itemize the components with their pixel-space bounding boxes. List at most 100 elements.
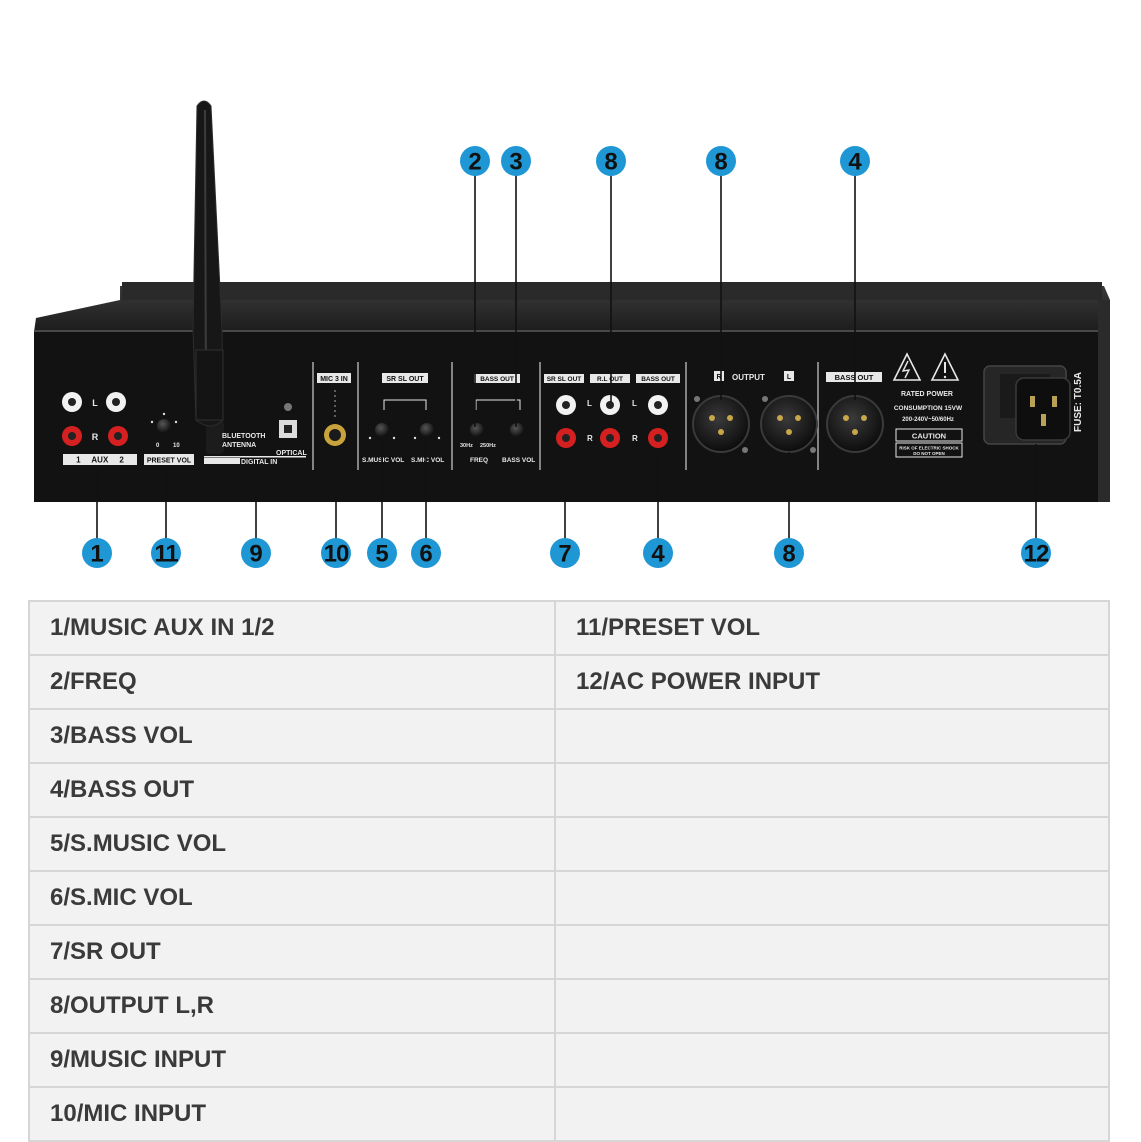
rack-ear (1098, 300, 1110, 502)
rca-bass-label: BASS OUT (641, 376, 675, 383)
voltage-label: 200-240V~50/60Hz (902, 417, 954, 423)
callout-badge (1021, 538, 1051, 568)
legend-cell-left: 4/BASS OUT (28, 762, 556, 818)
xlr-bass-out[interactable] (826, 395, 884, 453)
callout-number: 1 (90, 541, 103, 568)
output-label: OUTPUT (732, 373, 765, 382)
bass-vol-knob[interactable] (510, 423, 524, 437)
antenna (192, 100, 224, 454)
legend-cell-left: 2/FREQ (28, 654, 556, 710)
legend-cell-right (554, 708, 1110, 764)
xlr-output-group: R OUTPUT L (692, 371, 818, 453)
callout-badge (774, 538, 804, 568)
xlr-output-l[interactable] (760, 395, 818, 453)
bottom-callout-0: 1 (82, 467, 112, 568)
aux-l-label: L (92, 398, 98, 408)
legend-cell-left: 3/BASS VOL (28, 708, 556, 764)
bass-vol-label: BASS VOL (502, 457, 535, 464)
legend-row: 10/MIC INPUT (28, 1086, 1110, 1142)
bass-control-group: BASS OUT 30Hz 250Hz FREQ BASS VOL (460, 374, 535, 464)
legend-cell-right (554, 1086, 1110, 1142)
mic-in-label: MIC 3 IN (320, 376, 348, 383)
lightning-warning-icon (892, 352, 922, 381)
callout-badge (321, 538, 351, 568)
top-callout-4: 4 (840, 146, 870, 400)
callout-number: 4 (848, 149, 862, 176)
legend-row: 7/SR OUT (28, 924, 1110, 980)
s-music-vol-knob[interactable] (375, 423, 389, 437)
legend-row: 6/S.MIC VOL (28, 870, 1110, 926)
aux-r-label: R (92, 432, 99, 442)
rca-r-label-2: R (632, 434, 638, 443)
s-mic-vol-label: S.MIC VOL (411, 457, 444, 464)
shock-warning-line-2: DO NOT OPEN (913, 451, 945, 456)
legend-cell-right (554, 816, 1110, 872)
legend-cell-left: 10/MIC INPUT (28, 1086, 556, 1142)
legend-cell-right: 12/AC POWER INPUT (554, 654, 1110, 710)
ac-power-inlet[interactable] (983, 365, 1071, 445)
digital-in-label: DIGITAL IN (241, 459, 277, 466)
callout-number: 2 (468, 149, 481, 176)
preset-vol-knob[interactable] (157, 419, 171, 433)
callout-badge (596, 146, 626, 176)
callout-badge (82, 538, 112, 568)
rating-label-block: RATED POWER CONSUMPTION 15VW 200-240V~50… (892, 352, 963, 458)
rca-r-label: R (587, 434, 593, 443)
callout-badge (501, 146, 531, 176)
bottom-callout-2: 9 (241, 467, 271, 568)
preset-scale-max: 10 (173, 443, 180, 449)
srsl-vol-group: SR SL OUT S.MUSIC VOL S.MIC VOL (362, 373, 444, 464)
callout-badge (706, 146, 736, 176)
legend-cell-right (554, 978, 1110, 1034)
s-mic-vol-knob[interactable] (420, 423, 434, 437)
legend-cell-left: 1/MUSIC AUX IN 1/2 (28, 600, 556, 656)
callout-badge (550, 538, 580, 568)
bottom-callout-1: 11 (151, 467, 181, 568)
legend-cell-left: 8/OUTPUT L,R (28, 978, 556, 1034)
bottom-callout-9: 12 (1021, 444, 1051, 568)
legend-cell-right (554, 1032, 1110, 1088)
bottom-callout-5: 6 (411, 440, 441, 568)
legend-cell-right (554, 762, 1110, 818)
chassis-lid (122, 282, 1102, 300)
freq-knob[interactable] (470, 423, 484, 437)
callout-badge (840, 146, 870, 176)
callout-number: 6 (419, 541, 432, 568)
output-l-box: L (787, 374, 792, 381)
consumption-label: CONSUMPTION 15VW (894, 405, 963, 412)
fuse-label: FUSE: T0.5A (1073, 372, 1084, 432)
callout-number: 3 (509, 149, 522, 176)
xlr-output-r[interactable] (692, 395, 750, 453)
aux-rca-group: L R 1 AUX 2 (62, 392, 137, 465)
rca-rl-label: R.L OUT (597, 376, 623, 383)
rca-output-group: SR SL OUT R.L OUT BASS OUT L R L R (544, 374, 680, 448)
freq-label: FREQ (470, 457, 488, 464)
callout-number: 12 (1024, 541, 1049, 568)
bottom-callout-4: 5 (367, 440, 397, 568)
top-callout-1: 3 (501, 146, 531, 427)
rca-l-label-2: L (632, 399, 637, 408)
legend-row: 5/S.MUSIC VOL (28, 816, 1110, 872)
aux-label: 1 AUX 2 (76, 456, 124, 465)
callout-number: 10 (324, 541, 349, 568)
legend-row: 4/BASS OUT (28, 762, 1110, 818)
legend-row: 9/MUSIC INPUT (28, 1032, 1110, 1088)
legend-cell-left: 5/S.MUSIC VOL (28, 816, 556, 872)
iec-socket[interactable] (1015, 377, 1071, 441)
bottom-callout-6: 7 (550, 450, 580, 568)
legend-row: 3/BASS VOL (28, 708, 1110, 764)
exclamation-warning-icon (930, 352, 960, 381)
callout-number: 9 (249, 541, 262, 568)
preset-vol-group: 0 10 PRESET VOL (144, 412, 194, 465)
preset-scale-min: 0 (156, 443, 160, 449)
legend-cell-left: 7/SR OUT (28, 924, 556, 980)
callout-number: 5 (375, 541, 388, 568)
output-r-box: R (716, 374, 721, 381)
legend-row: 8/OUTPUT L,R (28, 978, 1110, 1034)
